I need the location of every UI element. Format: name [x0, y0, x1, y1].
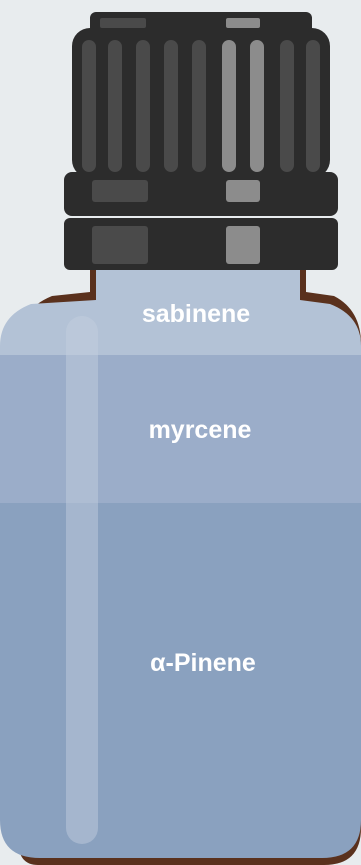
cap-ridge: [192, 40, 206, 172]
label-alpha-pinene: α-Pinene: [150, 649, 256, 677]
cap-ridge: [82, 40, 96, 172]
cap-ridges: [82, 40, 320, 172]
label-sabinene: sabinene: [142, 300, 250, 328]
cap-top-notch-right: [226, 18, 260, 28]
label-myrcene: myrcene: [149, 416, 252, 444]
layer-alpha-pinene: [0, 503, 361, 858]
cap-top-notch-left: [100, 18, 146, 28]
cap-ridge: [306, 40, 320, 172]
cap-ridge: [136, 40, 150, 172]
cap-ridge: [108, 40, 122, 172]
cap-collar-block-left: [92, 180, 148, 202]
bottle-glass: [0, 270, 361, 858]
cap-ridge: [164, 40, 178, 172]
cap-base-block-left: [92, 226, 148, 264]
cap-base-block-right: [226, 226, 260, 264]
layer-myrcene: [0, 355, 361, 503]
cap-collar-block-right: [226, 180, 260, 202]
cap-ridge: [250, 40, 264, 172]
cap-ridge: [280, 40, 294, 172]
cap-ridge: [222, 40, 236, 172]
glass-highlight: [66, 316, 98, 844]
bottle-cap: [64, 12, 338, 270]
